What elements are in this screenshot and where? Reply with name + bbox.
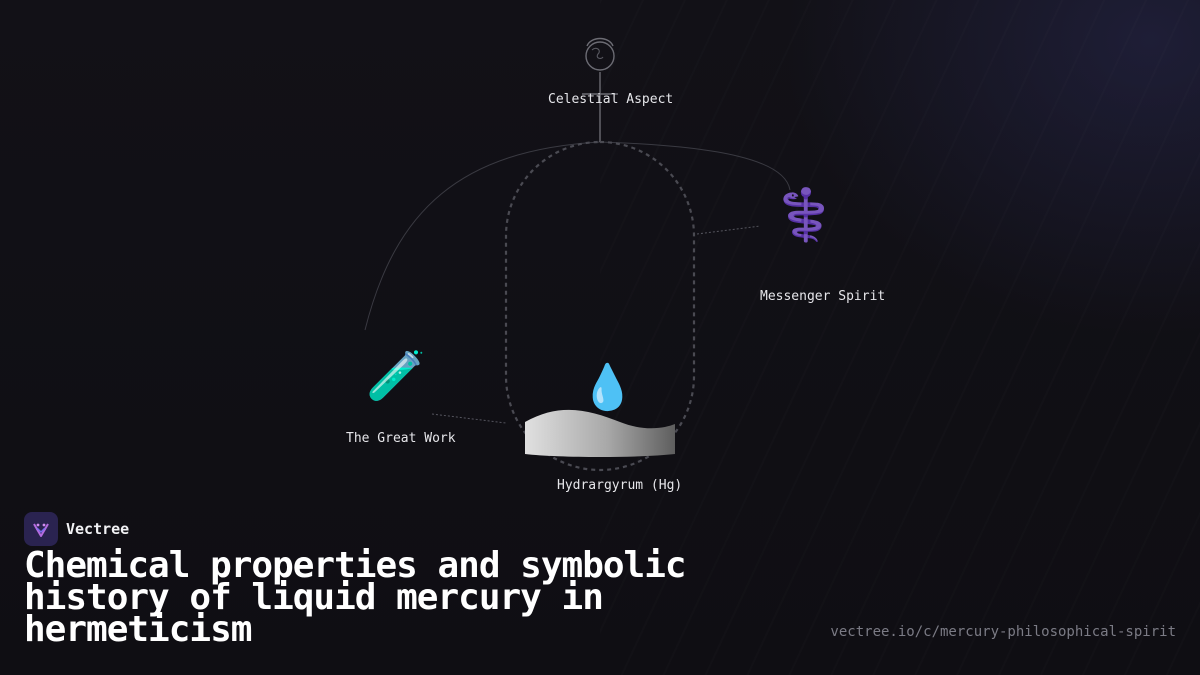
node-label-messenger: Messenger Spirit bbox=[760, 289, 886, 304]
caduceus-icon: ⚕️ bbox=[774, 186, 837, 244]
vectree-logo-icon bbox=[24, 512, 58, 546]
node-label-hydrargyrum: Hydrargyrum (Hg) bbox=[557, 478, 683, 493]
brand-name: Vectree bbox=[66, 520, 130, 538]
mercury-symbol-icon bbox=[582, 37, 618, 95]
droplet-icon: 💧 bbox=[580, 362, 635, 413]
connector-greatwork-vessel bbox=[431, 413, 507, 424]
connector-arc-left bbox=[364, 141, 601, 331]
brand[interactable]: Vectree bbox=[24, 512, 129, 546]
page-title: Chemical properties and symbolic history… bbox=[24, 545, 687, 650]
mercury-liquid bbox=[525, 409, 675, 457]
connector-messenger-vessel bbox=[696, 225, 761, 235]
background-rays bbox=[600, 0, 1200, 675]
node-label-great-work: The Great Work bbox=[346, 431, 456, 446]
connector-arc-right bbox=[599, 141, 791, 191]
vessel-outline bbox=[504, 140, 696, 472]
test-tube-icon: 🧪 bbox=[366, 348, 426, 404]
page-url[interactable]: vectree.io/c/mercury-philosophical-spiri… bbox=[830, 624, 1176, 640]
node-label-celestial: Celestial Aspect bbox=[548, 92, 674, 107]
